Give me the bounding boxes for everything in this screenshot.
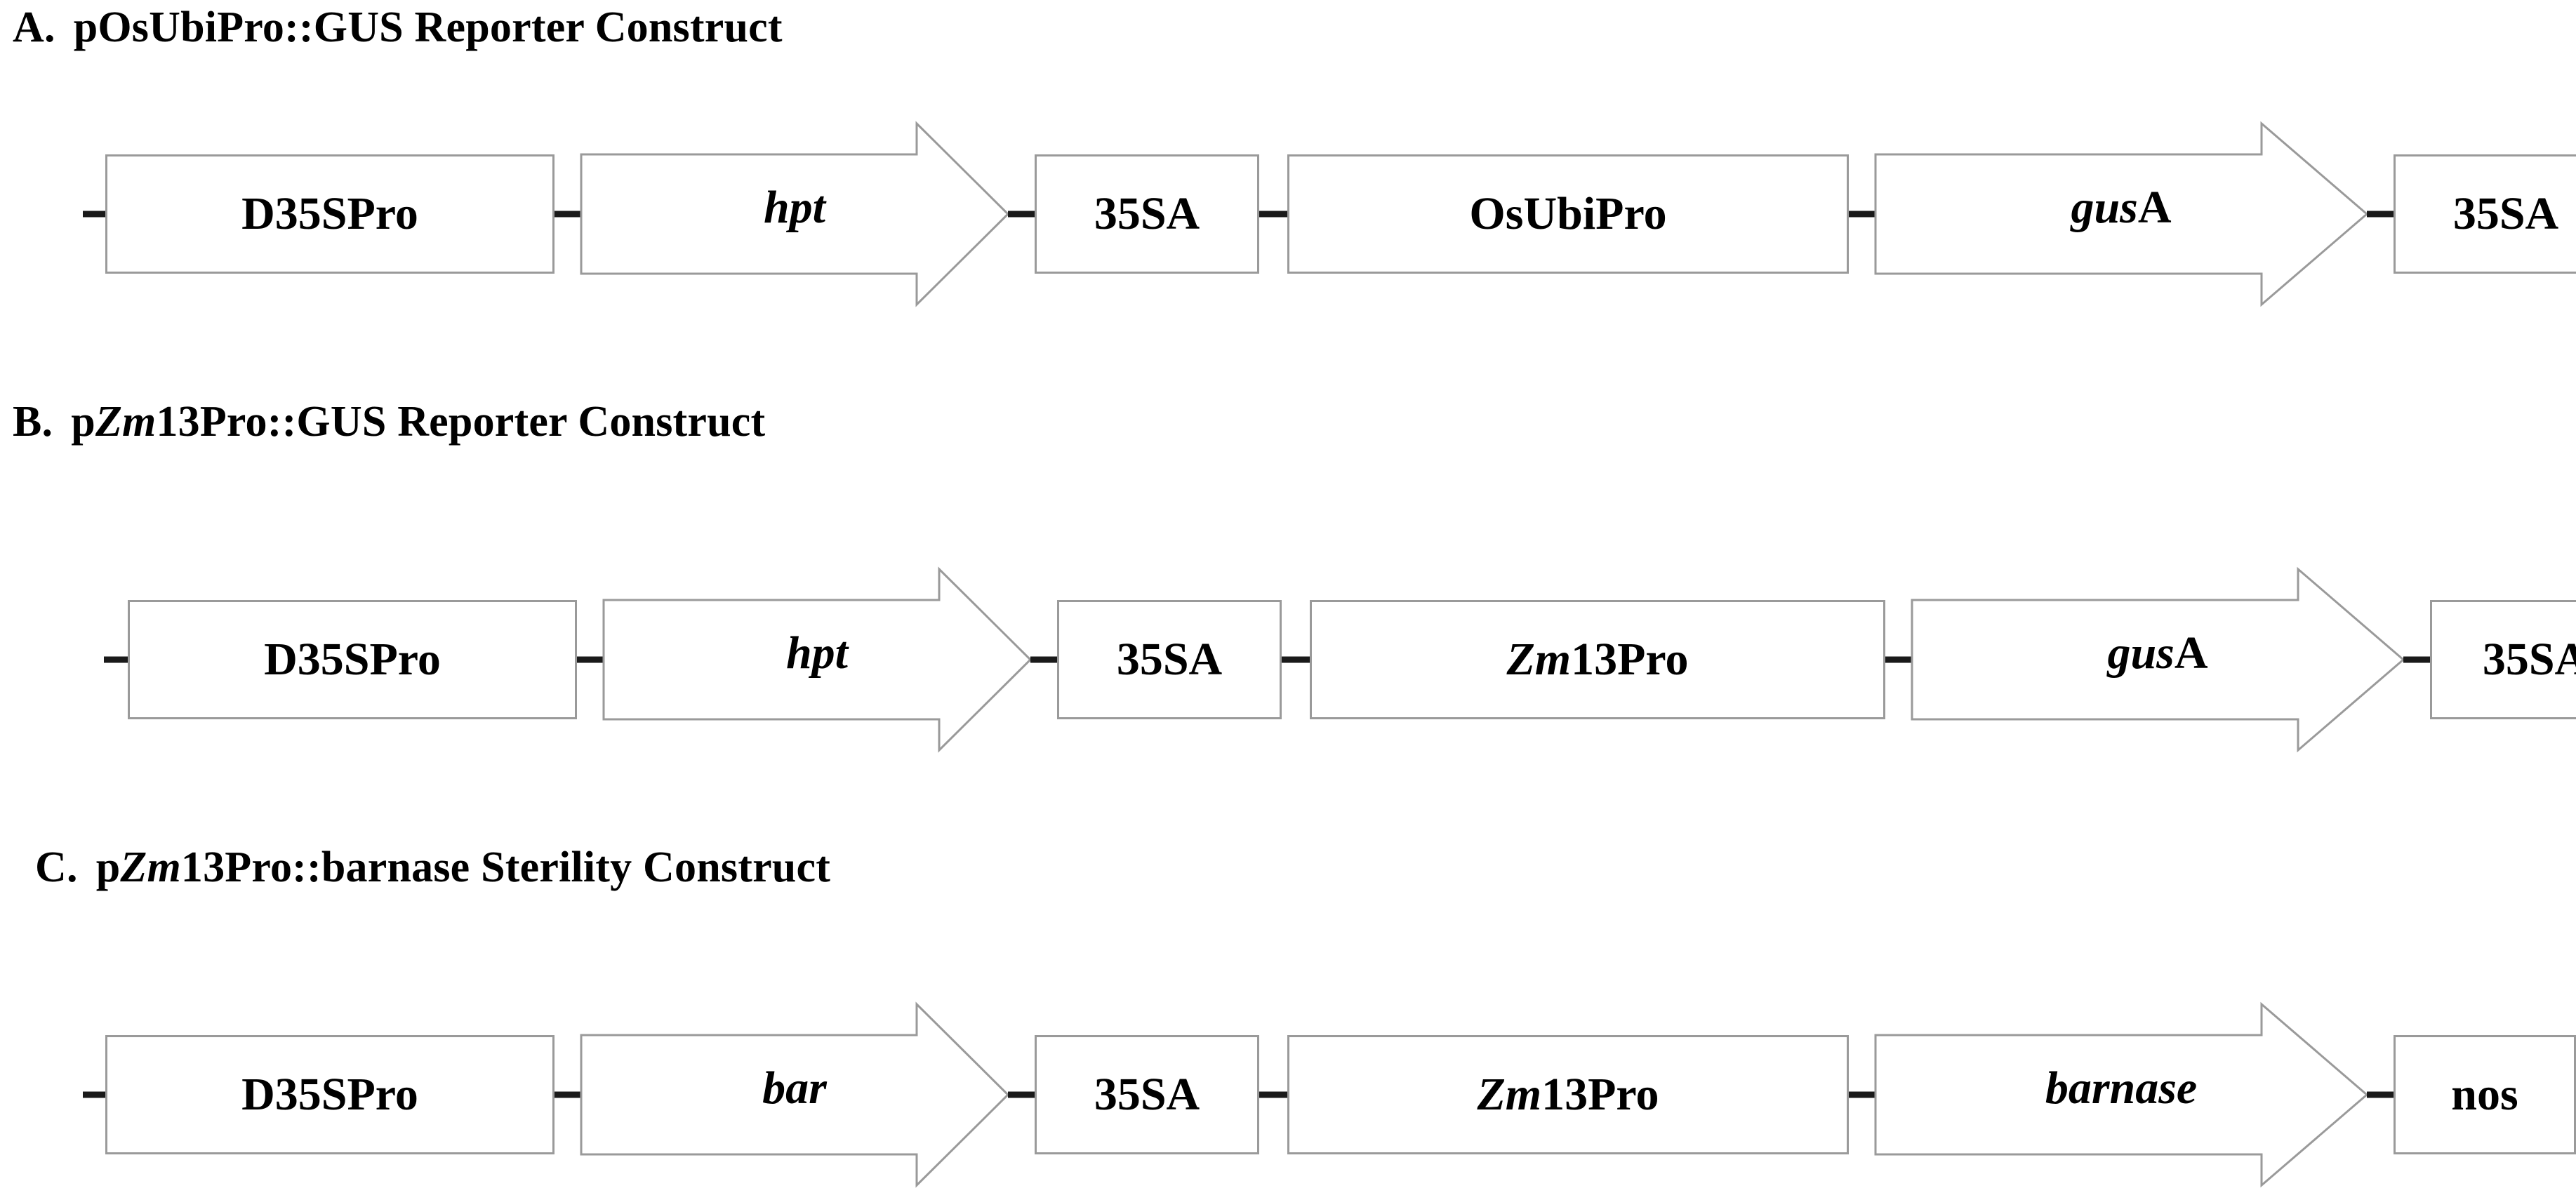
connector-stub	[1259, 1091, 1287, 1098]
construct-element-35sa-2: 35SA	[2394, 154, 2576, 274]
construct-element-d35spro: D35SPro	[105, 154, 555, 274]
connector-stub	[555, 211, 581, 218]
construct-element-bar: bar	[580, 1001, 1010, 1188]
panel-letter: B.	[13, 398, 53, 446]
element-label: 35SA	[1094, 1069, 1200, 1120]
element-label: 35SA	[1094, 188, 1200, 239]
construct-element-hpt: hpt	[602, 566, 1033, 753]
element-label: 35SA	[2482, 634, 2576, 685]
construct-element-gusa: gusA	[1874, 121, 2369, 307]
construct-element-barnase: barnase	[1874, 1001, 2369, 1188]
connector-stub	[1259, 211, 1287, 218]
construct-element-d35spro: D35SPro	[128, 600, 577, 719]
panel-title-b: B. pZm13Pro::GUS Reporter Construct	[13, 400, 765, 444]
connector-stub	[1282, 656, 1310, 663]
construct-element-35sa-1: 35SA	[1035, 1035, 1259, 1154]
panel-letter: C.	[35, 844, 78, 891]
construct-element-35sa-2: 35SA	[2430, 600, 2576, 719]
connector-stub	[83, 211, 107, 218]
connector-stub	[83, 1091, 107, 1098]
arrow-shape	[1874, 121, 2369, 307]
connector-stub	[1008, 211, 1035, 218]
connector-stub	[1030, 656, 1057, 663]
arrow-shape	[602, 566, 1033, 753]
construct-track-c: D35SPro bar 35SA Zm13Pro barnase nos	[0, 989, 2576, 1200]
connector-stub	[2367, 1091, 2394, 1098]
construct-element-35sa-1: 35SA	[1035, 154, 1259, 274]
construct-track-a: D35SPro hpt 35SA OsUbiPro gusA 35SA	[0, 109, 2576, 319]
construct-element-nos: nos	[2394, 1035, 2576, 1154]
construct-element-gusa: gusA	[1911, 566, 2405, 753]
construct-track-b: D35SPro hpt 35SA Zm13Pro gusA 35SA	[0, 554, 2576, 765]
element-label: 35SA	[1116, 634, 1223, 685]
connector-stub	[2367, 211, 2394, 218]
element-label: 35SA	[2452, 188, 2559, 239]
construct-element-zm13pro: Zm13Pro	[1287, 1035, 1849, 1154]
connector-stub	[555, 1091, 581, 1098]
construct-element-hpt: hpt	[580, 121, 1010, 307]
panel-title-text: pZm13Pro::barnase Sterility Construct	[95, 844, 831, 891]
connector-stub	[2403, 656, 2430, 663]
connector-stub	[1008, 1091, 1035, 1098]
construct-element-zm13pro: Zm13Pro	[1310, 600, 1885, 719]
element-label: D35SPro	[241, 1069, 418, 1120]
element-label: Zm13Pro	[1477, 1069, 1659, 1120]
panel-title-text: pZm13Pro::GUS Reporter Construct	[71, 398, 766, 446]
element-label: nos	[2451, 1069, 2518, 1120]
construct-element-d35spro: D35SPro	[105, 1035, 555, 1154]
panel-letter: A.	[13, 4, 55, 51]
panel-title-a: A. pOsUbiPro::GUS Reporter Construct	[13, 6, 783, 49]
connector-stub	[104, 656, 128, 663]
element-label: Zm13Pro	[1506, 634, 1689, 685]
connector-stub	[577, 656, 604, 663]
arrow-shape	[580, 1001, 1010, 1188]
construct-element-35sa-1: 35SA	[1057, 600, 1282, 719]
element-label: D35SPro	[264, 634, 441, 685]
connector-stub	[1885, 656, 1912, 663]
panel-title-c: C. pZm13Pro::barnase Sterility Construct	[35, 846, 830, 889]
connector-stub	[1849, 211, 1875, 218]
arrow-shape	[580, 121, 1010, 307]
connector-stub	[1849, 1091, 1875, 1098]
element-label: OsUbiPro	[1469, 188, 1667, 239]
panel-title-text: pOsUbiPro::GUS Reporter Construct	[73, 4, 783, 51]
arrow-shape	[1911, 566, 2405, 753]
construct-element-osubipro: OsUbiPro	[1287, 154, 1849, 274]
arrow-shape	[1874, 1001, 2369, 1188]
element-label: D35SPro	[241, 188, 418, 239]
